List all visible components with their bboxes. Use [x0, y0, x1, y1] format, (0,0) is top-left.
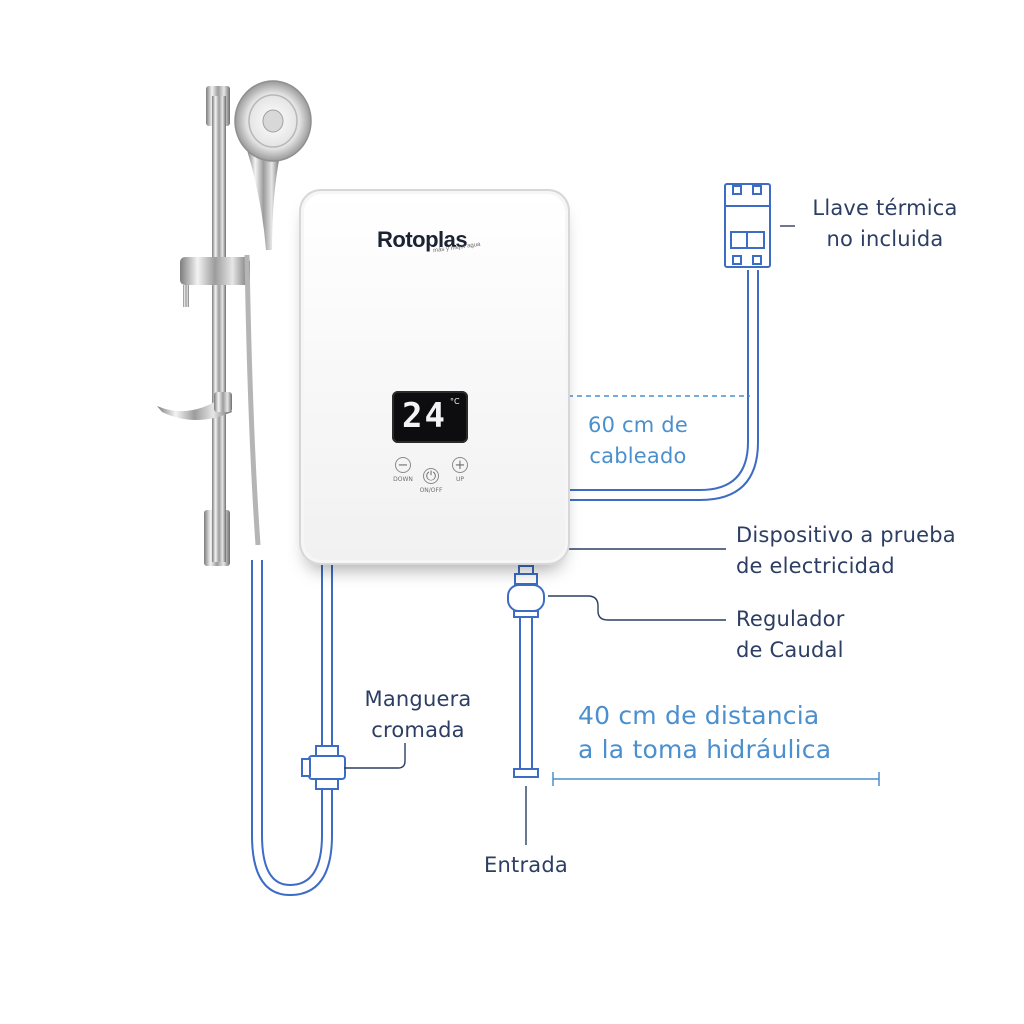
brand-logo: Rotoplas: [377, 227, 468, 252]
water-heater: Rotoplas más y mejor agua 24 °C − DOWN ⏻…: [299, 189, 570, 565]
up-button[interactable]: +: [452, 457, 468, 473]
chrome-hose-outline: [251, 560, 346, 897]
leader-lines: [344, 225, 795, 845]
cable-length-line2: cableado: [589, 444, 687, 468]
power-button[interactable]: ⏻: [423, 468, 439, 484]
breaker-label-line2: no incluida: [826, 227, 944, 251]
heater-front-panel: [304, 194, 565, 560]
shower-rail: [157, 86, 250, 566]
breaker-icon: [724, 183, 771, 268]
temperature-display: 24 °C: [392, 391, 468, 443]
down-button[interactable]: −: [395, 457, 411, 473]
hose-label-line1: Manguera: [364, 687, 472, 711]
temperature-value: 24: [402, 396, 447, 436]
breaker-label-line1: Llave térmica: [812, 196, 958, 220]
device-label-line1: Dispositivo a prueba: [736, 523, 956, 547]
regulator-label-line1: Regulador: [736, 607, 845, 631]
down-caption: DOWN: [393, 476, 413, 483]
power-cable-outline: [568, 270, 759, 501]
temperature-unit: °C: [450, 397, 460, 406]
distance-label-line2: a la toma hidráulica: [578, 735, 832, 764]
cable-length-label: 60 cm de cableado: [568, 410, 708, 472]
distance-ruler: [552, 772, 880, 786]
device-label-line2: de electricidad: [736, 554, 895, 578]
shower-head-icon: [234, 80, 312, 546]
inlet-pipe-outline: [507, 565, 545, 778]
cable-length-line1: 60 cm de: [588, 413, 688, 437]
power-caption: ON/OFF: [419, 487, 443, 494]
flow-regulator-label: Regulador de Caudal: [736, 604, 916, 666]
up-caption: UP: [455, 476, 464, 483]
hose-label-line2: cromada: [371, 718, 465, 742]
chrome-hose-label: Manguera cromada: [348, 684, 488, 746]
distance-label-line1: 40 cm de distancia: [578, 701, 820, 730]
regulator-label-line2: de Caudal: [736, 638, 844, 662]
inlet-label: Entrada: [484, 853, 568, 877]
breaker-label: Llave térmica no incluida: [790, 193, 980, 255]
distance-label: 40 cm de distancia a la toma hidráulica: [578, 699, 878, 767]
electric-safety-device-label: Dispositivo a prueba de electricidad: [736, 520, 1006, 582]
